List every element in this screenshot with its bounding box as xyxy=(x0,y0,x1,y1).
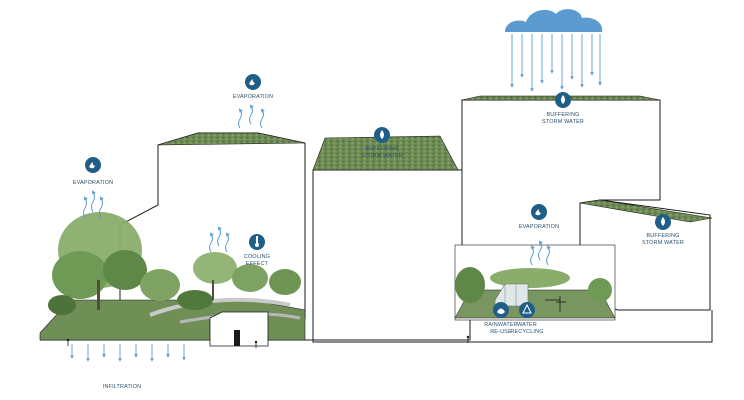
label-buffering-middle: BUFFERING STORM WATER xyxy=(361,146,403,159)
rainwater-icon xyxy=(493,302,509,318)
evaporation-icon xyxy=(245,74,261,90)
courtyard-garden xyxy=(39,212,470,348)
label-evaporation-top: EVAPORATION xyxy=(232,94,274,100)
label-rainwater-reuse: RAINWATER RE-USE xyxy=(484,322,518,335)
recycling-icon xyxy=(519,302,535,318)
label-evaporation-left: EVAPORATION xyxy=(72,180,114,186)
garden-pavilion xyxy=(209,311,269,347)
rain-cloud-icon xyxy=(505,9,603,92)
infiltration-arrows xyxy=(70,344,186,362)
storm-water-icon xyxy=(374,127,390,143)
cooling-icon xyxy=(249,234,265,250)
building-middle xyxy=(312,135,471,341)
evaporation-icon xyxy=(85,157,101,173)
label-buffering-tall: BUFFERING STORM WATER xyxy=(542,112,584,125)
green-roof-right xyxy=(579,199,713,223)
storm-water-icon xyxy=(655,214,671,230)
courtyard-inner xyxy=(454,244,616,321)
green-roof-middle xyxy=(312,135,459,171)
green-roof-left xyxy=(157,132,306,146)
label-evaporation-right: EVAPORATION xyxy=(518,224,560,230)
evaporation-icon xyxy=(531,204,547,220)
label-water-recycling: WATER RECYCLING xyxy=(510,322,544,335)
label-infiltration: INFILTRATION xyxy=(102,384,142,390)
storm-water-icon xyxy=(555,92,571,108)
label-buffering-right: BUFFERING STORM WATER xyxy=(642,233,684,246)
label-cooling-effect: COOLING EFFECT xyxy=(243,254,271,267)
evaporation-arrows xyxy=(83,104,551,266)
